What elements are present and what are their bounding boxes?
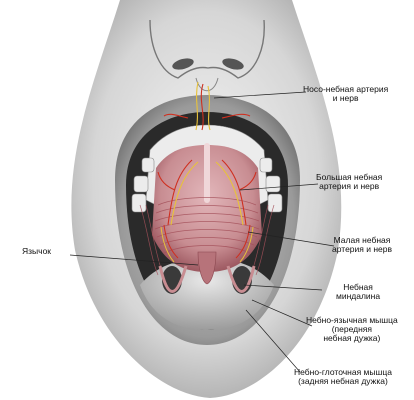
label-greater-palatine-line1: Большая небная bbox=[316, 172, 383, 182]
label-palatine-tonsil: Небная миндалина bbox=[336, 283, 380, 301]
label-palatopharyngeal: Небно-глоточная мышца (задняя небная дуж… bbox=[294, 368, 392, 386]
label-lesser-palatine-line1: Малая небная bbox=[333, 235, 391, 245]
leader-palatopharyngeal bbox=[245, 309, 301, 373]
label-palatoglossal-line2: (передняя bbox=[331, 324, 372, 334]
label-uvula-line1: Язычок bbox=[22, 246, 52, 256]
leader-lesser-palatine bbox=[247, 231, 335, 247]
label-palatoglossal: Небно-язычная мышца (передняя небная дуж… bbox=[306, 316, 398, 343]
label-nasopalatine-line1: Носо-небная артерия bbox=[303, 84, 389, 94]
leader-uvula bbox=[69, 254, 199, 266]
label-nasopalatine-line2: и нерв bbox=[332, 93, 359, 103]
leader-tonsil bbox=[243, 284, 323, 291]
leader-lines bbox=[69, 91, 335, 373]
uvula bbox=[197, 251, 217, 285]
nasopalatine-vessels bbox=[163, 81, 251, 131]
leader-greater-palatine bbox=[239, 183, 319, 191]
label-nasopalatine: Носо-небная артерия и нерв bbox=[303, 85, 388, 103]
label-uvula: Язычок bbox=[22, 247, 51, 256]
lesser-palatine-vessels bbox=[160, 224, 254, 263]
greater-palatine-vessels bbox=[157, 159, 257, 226]
label-palatopharyngeal-line1: Небно-глоточная мышца bbox=[294, 367, 392, 377]
label-palatoglossal-line3: небная дужка) bbox=[323, 333, 381, 343]
label-lesser-palatine-line2: артерия и нерв bbox=[332, 244, 393, 254]
leader-nasopalatine bbox=[213, 91, 307, 99]
label-greater-palatine: Большая небная артерия и нерв bbox=[316, 173, 382, 191]
label-palatine-tonsil-line2: миндалина bbox=[336, 291, 381, 301]
label-greater-palatine-line2: артерия и нерв bbox=[319, 181, 380, 191]
label-palatopharyngeal-line2: (задняя небная дужка) bbox=[298, 376, 388, 386]
label-palatine-tonsil-line1: Небная bbox=[343, 282, 373, 292]
label-lesser-palatine: Малая небная артерия и нерв bbox=[332, 236, 392, 254]
label-palatoglossal-line1: Небно-язычная мышца bbox=[306, 315, 398, 325]
leader-palatoglossal bbox=[251, 299, 313, 327]
